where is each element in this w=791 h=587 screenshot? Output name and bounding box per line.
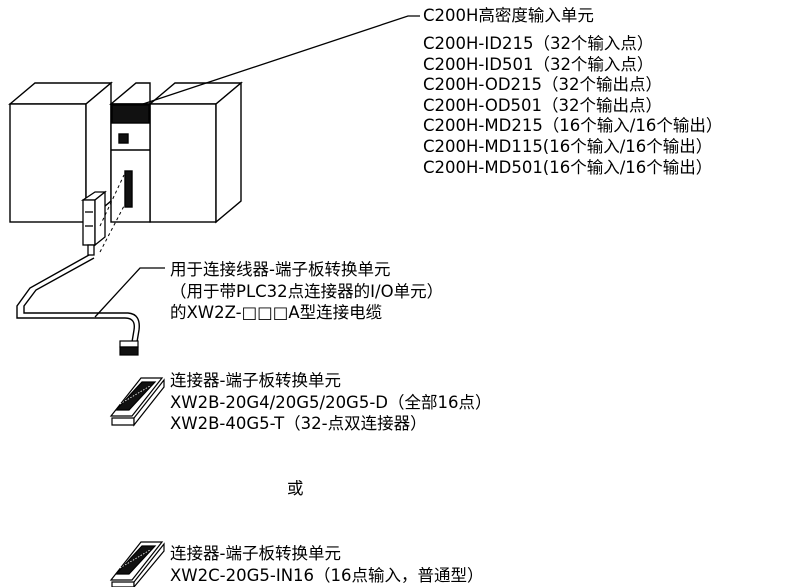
cable-end-plug (119, 340, 139, 356)
connecting-cable (16, 254, 140, 343)
terminal-block-a-icon (109, 377, 165, 427)
cable-label-line: 用于连接线器-端子板转换单元 (170, 260, 391, 279)
io-unit-title: C200H高密度输入单元 (423, 6, 594, 25)
terminal-unit-a-line: 连接器-端子板转换单元 (170, 371, 341, 390)
cable-label-line: 的XW2Z-□□□A型连接电缆 (170, 303, 383, 322)
plug-dashed-line-2 (99, 205, 125, 253)
terminal-unit-a-line: XW2B-20G4/20G5/20G5-D（全部16点） (170, 392, 492, 412)
terminal-unit-a-line: XW2B-40G5-T（32-点双连接器） (170, 414, 427, 433)
or-label: 或 (287, 479, 304, 498)
io-unit-model: C200H-OD501（32个输出点） (423, 95, 663, 115)
io-unit-module (109, 82, 151, 223)
io-unit-model: C200H-OD215（32个输出点） (423, 75, 663, 95)
io-unit-model: C200H-MD115(16个输入/16个输出） (423, 136, 713, 156)
terminal-unit-b-line: 连接器-端子板转换单元 (170, 544, 341, 563)
terminal-unit-b-label: 连接器-端子板转换单元 XW2C-20G5-IN16（16点输入，普通型） (170, 543, 484, 586)
io-unit-model: C200H-MD215（16个输入/16个输出） (423, 116, 723, 136)
terminal-unit-b-line: XW2C-20G5-IN16（16点输入，普通型） (170, 565, 484, 585)
io-unit-model: C200H-ID501（32个输入点） (423, 54, 654, 74)
cable-plug (80, 190, 107, 256)
cable-label-line: （用于带PLC32点连接器的I/O单元） (170, 281, 444, 301)
io-unit-model-list: C200H-ID215（32个输入点） C200H-ID501（32个输入点） … (423, 34, 722, 178)
cable-leader-line (94, 267, 165, 318)
plc-rack (8, 81, 243, 224)
io-unit-model: C200H-MD501(16个输入/16个输出） (423, 157, 713, 177)
terminal-unit-a-label: 连接器-端子板转换单元 XW2B-20G4/20G5/20G5-D（全部16点）… (170, 370, 492, 435)
io-unit-model: C200H-ID215（32个输入点） (423, 34, 654, 53)
cable-label: 用于连接线器-端子板转换单元 （用于带PLC32点连接器的I/O单元） 的XW2… (170, 259, 443, 324)
io-unit-leader-line (142, 15, 420, 105)
terminal-block-b-icon (109, 541, 165, 587)
